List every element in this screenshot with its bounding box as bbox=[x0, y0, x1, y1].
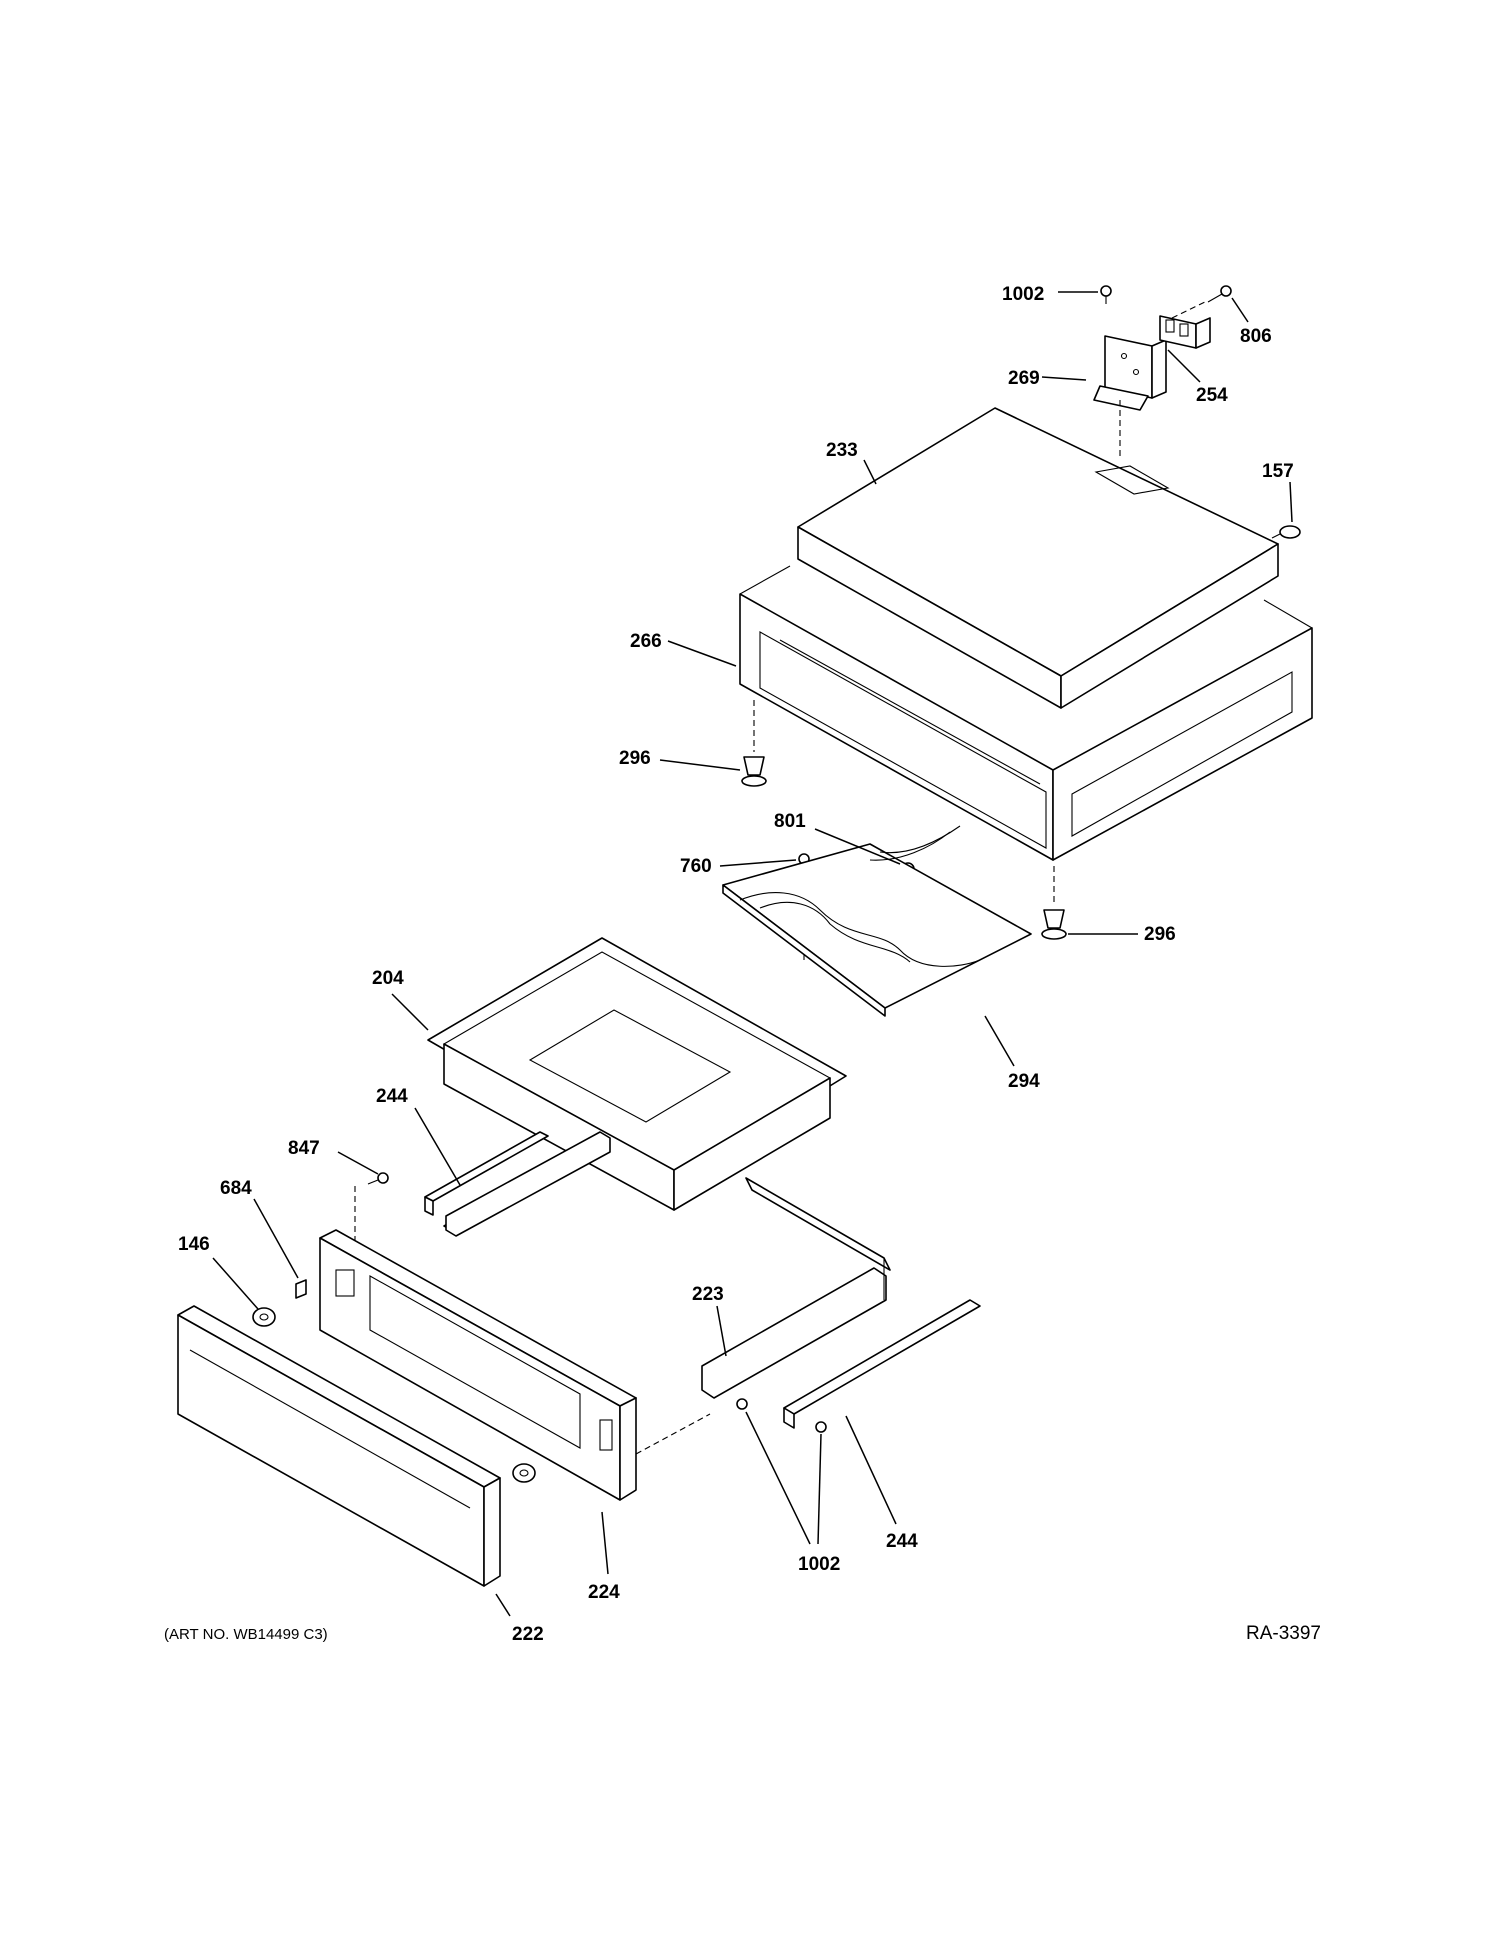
callout-157: 157 bbox=[1262, 461, 1294, 482]
heating-element-294[interactable] bbox=[722, 825, 1032, 1017]
drawer-front-222[interactable] bbox=[177, 1305, 501, 1587]
callout-146: 146 bbox=[178, 1234, 210, 1255]
clip-684[interactable] bbox=[295, 1279, 307, 1299]
callout-760: 760 bbox=[680, 856, 712, 877]
drawer-housing-266[interactable] bbox=[739, 565, 1313, 861]
callout-244-left: 244 bbox=[376, 1086, 408, 1107]
callout-847: 847 bbox=[288, 1138, 320, 1159]
leveling-foot-296-left[interactable] bbox=[741, 756, 767, 787]
reference-code: RA-3397 bbox=[1246, 1623, 1321, 1644]
callout-223: 223 bbox=[692, 1284, 724, 1305]
screw-1002-bottom-a[interactable] bbox=[736, 1398, 748, 1410]
callout-296-left: 296 bbox=[619, 748, 651, 769]
bumper-146-left[interactable] bbox=[252, 1307, 276, 1327]
bumper-146-right[interactable] bbox=[512, 1463, 536, 1483]
slide-rail-244-right[interactable] bbox=[783, 1299, 981, 1429]
drawer-frame-223[interactable] bbox=[701, 1177, 891, 1399]
callout-254: 254 bbox=[1196, 385, 1228, 406]
screw-1002-top[interactable] bbox=[1100, 285, 1112, 304]
callout-801: 801 bbox=[774, 811, 806, 832]
screw-806[interactable] bbox=[1207, 285, 1232, 303]
insulation-233[interactable] bbox=[797, 407, 1279, 709]
callout-1002-top: 1002 bbox=[1002, 284, 1044, 305]
callout-1002-bottom: 1002 bbox=[798, 1554, 840, 1575]
callout-233: 233 bbox=[826, 440, 858, 461]
leveling-foot-296-right[interactable] bbox=[1041, 909, 1067, 940]
drawer-inner-front-224[interactable] bbox=[319, 1229, 637, 1501]
drawer-pan-204[interactable] bbox=[427, 937, 847, 1211]
callout-266: 266 bbox=[630, 631, 662, 652]
screw-1002-bottom-b[interactable] bbox=[815, 1421, 827, 1433]
callout-294: 294 bbox=[1008, 1071, 1040, 1092]
callout-296-right: 296 bbox=[1144, 924, 1176, 945]
drawer-side-rail-left bbox=[445, 1131, 611, 1237]
callout-269: 269 bbox=[1008, 368, 1040, 389]
bracket-269[interactable] bbox=[1093, 335, 1167, 411]
callout-244-right: 244 bbox=[886, 1531, 918, 1552]
thermostat-157[interactable] bbox=[1271, 525, 1301, 539]
callout-806: 806 bbox=[1240, 326, 1272, 347]
screw-847[interactable] bbox=[367, 1172, 389, 1185]
callout-684: 684 bbox=[220, 1178, 252, 1199]
callout-224: 224 bbox=[588, 1582, 620, 1603]
switch-254[interactable] bbox=[1159, 315, 1211, 349]
callout-204: 204 bbox=[372, 968, 404, 989]
art-number: (ART NO. WB14499 C3) bbox=[164, 1626, 328, 1643]
callout-222: 222 bbox=[512, 1624, 544, 1645]
